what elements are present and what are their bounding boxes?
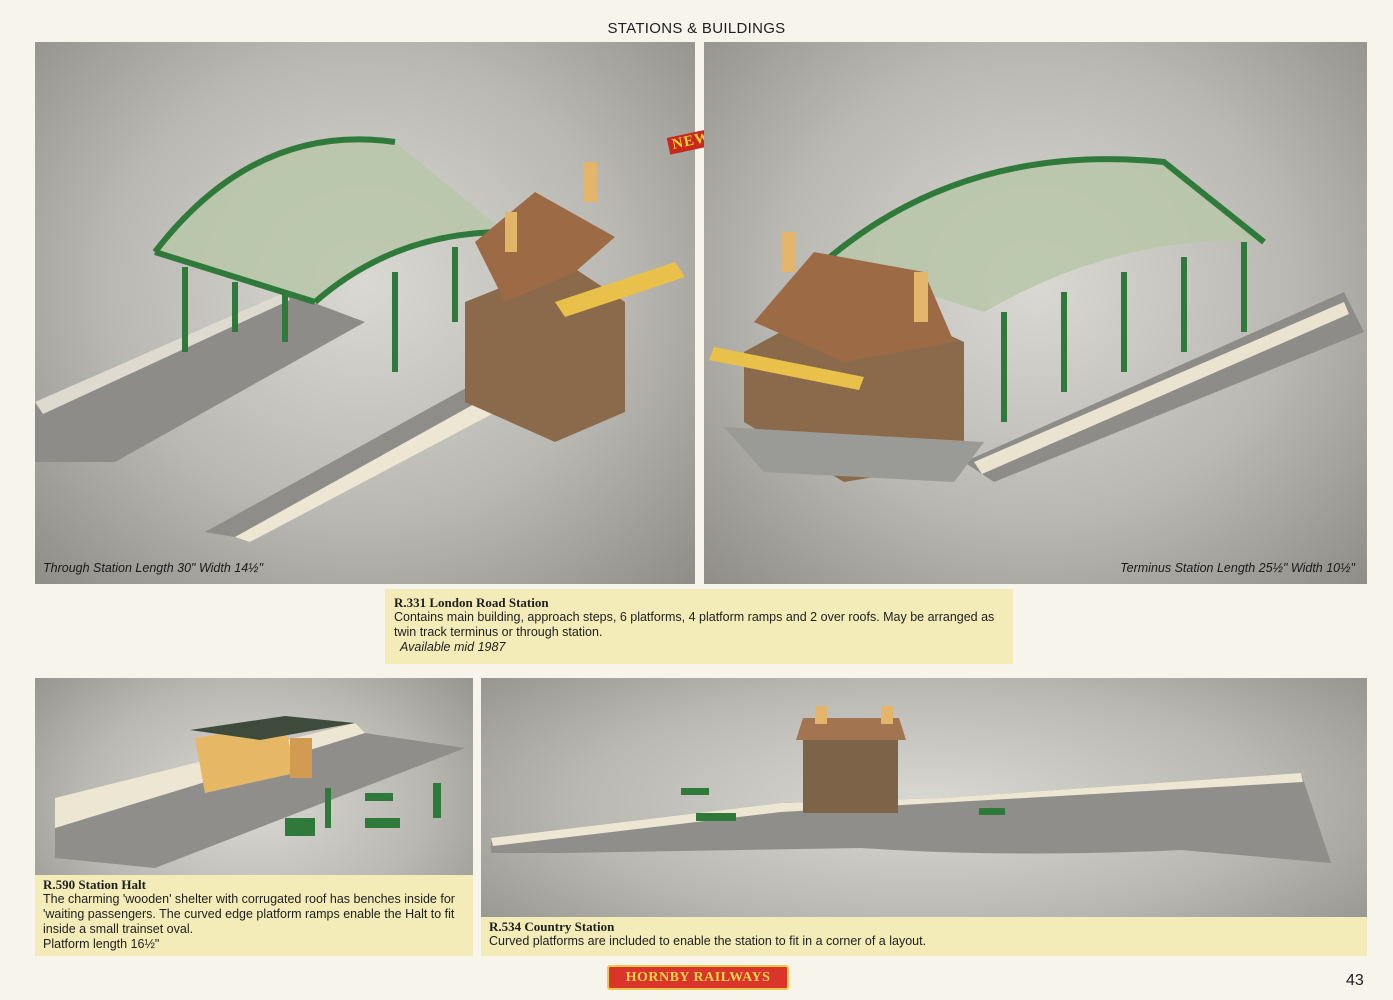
page-title: STATIONS & BUILDINGS [607,20,786,37]
through-station-illustration [35,136,685,542]
station-halt-title: R.590 Station Halt [43,877,146,892]
country-station-illustration [491,706,1331,863]
station-halt-photo: R.590 Station Halt The charming 'wooden'… [35,678,473,956]
london-road-title: R.331 London Road Station [394,595,549,610]
london-road-description: Contains main building, approach steps, … [394,610,995,639]
station-halt-description: The charming 'wooden' shelter with corru… [43,892,455,936]
station-halt-platform-length: Platform length 16½" [43,937,160,951]
hornby-railways-logo: HORNBY RAILWAYS [607,965,789,990]
london-road-description-box: R.331 London Road Station Contains main … [385,589,1013,664]
through-station-photo: Through Station Length 30" Width 14½" [35,42,695,584]
country-station-description-box: R.534 Country Station Curved platforms a… [481,917,1367,956]
page-number: 43 [1346,972,1364,989]
country-station-description: Curved platforms are included to enable … [489,934,927,948]
through-station-caption: Through Station Length 30" Width 14½" [43,561,264,575]
terminus-station-illustration [709,156,1364,482]
station-halt-description-box: R.590 Station Halt The charming 'wooden'… [35,875,473,956]
london-road-availability: Available mid 1987 [400,640,506,654]
station-halt-illustration [55,716,465,868]
country-station-photo: R.534 Country Station Curved platforms a… [481,678,1367,956]
country-station-title: R.534 Country Station [489,919,615,934]
terminus-station-caption: Terminus Station Length 25½" Width 10½" [1120,561,1355,575]
terminus-station-photo: Terminus Station Length 25½" Width 10½" [704,42,1367,584]
